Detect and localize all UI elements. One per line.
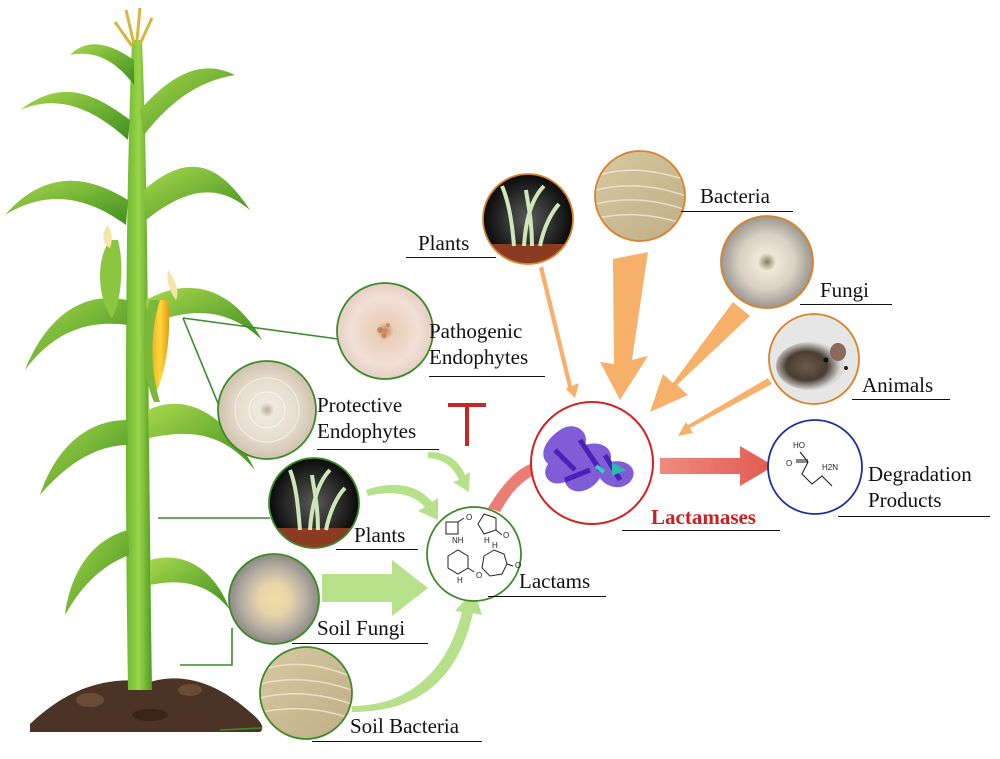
pathogenic-underline bbox=[429, 376, 545, 377]
chem-nh-1: NH bbox=[452, 536, 464, 545]
chem-o-5: O bbox=[786, 459, 792, 468]
pathogenic-label-line2: Endophytes bbox=[429, 345, 529, 369]
chem-o-4: O bbox=[515, 561, 521, 570]
lactams-circle: NH O H O H O H O bbox=[426, 506, 522, 602]
fungi-top-label: Fungi bbox=[820, 278, 870, 302]
chem-ho: HO bbox=[793, 441, 805, 450]
protective-underline bbox=[317, 449, 439, 450]
chem-o-1: O bbox=[466, 513, 472, 522]
bacteria-top-circle bbox=[594, 150, 686, 242]
lactamases-underline bbox=[622, 530, 780, 531]
corn-ear-upper bbox=[100, 240, 122, 318]
arrow-animals-to-lactamase bbox=[678, 378, 772, 436]
arrow-fungi-to-lactamase bbox=[650, 302, 750, 412]
degradation-products-circle: HO O H2N bbox=[767, 419, 863, 515]
plants-top-circle bbox=[482, 173, 574, 265]
arrow-bacteria-to-lactamase bbox=[600, 252, 648, 400]
chem-h-3: H bbox=[457, 576, 463, 585]
protein-structure-icon bbox=[543, 426, 634, 492]
orange-arrows bbox=[539, 252, 772, 436]
fungi-top-underline bbox=[800, 304, 892, 305]
corn-ear-main bbox=[150, 300, 170, 395]
lactamases-label: Lactamases bbox=[651, 505, 756, 529]
arrow-protective-to-lactams bbox=[428, 452, 470, 492]
pathogenic-label-line1: Pathogenic bbox=[429, 319, 523, 343]
plants-left-underline bbox=[336, 549, 418, 550]
arrow-plants-to-lactams bbox=[366, 484, 438, 520]
arrow-soilfungi-to-lactams bbox=[322, 560, 428, 616]
pathogenic-endophytes-circle bbox=[336, 282, 434, 380]
soil-fungi-circle bbox=[228, 553, 320, 645]
bacteria-top-label: Bacteria bbox=[700, 184, 770, 208]
plants-top-label: Plants bbox=[418, 231, 470, 255]
plants-left-circle bbox=[268, 457, 360, 549]
lactams-underline bbox=[488, 596, 606, 597]
soil-bacteria-underline bbox=[312, 741, 482, 742]
lactamase-enzyme-circle bbox=[530, 401, 654, 525]
chem-h-4: H bbox=[492, 541, 498, 550]
plants-top-underline bbox=[406, 257, 496, 258]
arrow-soilbacteria-to-lactams bbox=[352, 590, 482, 712]
soil-bacteria-label: Soil Bacteria bbox=[350, 714, 460, 738]
degradation-label-line2: Products bbox=[868, 488, 942, 512]
corn-plant-illustration bbox=[5, 7, 263, 732]
degradation-label-line1: Degradation bbox=[868, 462, 972, 486]
animals-underline bbox=[852, 399, 950, 400]
soil-mound bbox=[30, 678, 263, 732]
bacteria-top-underline bbox=[681, 211, 793, 212]
arrow-plants-to-lactamase bbox=[539, 266, 579, 398]
lactams-label: Lactams bbox=[519, 569, 591, 593]
protective-label-line1: Protective bbox=[317, 393, 403, 417]
soil-fungi-label: Soil Fungi bbox=[317, 616, 406, 640]
chem-o-2: O bbox=[503, 531, 509, 540]
animals-label: Animals bbox=[862, 373, 934, 397]
chem-o-3: O bbox=[476, 571, 482, 580]
animals-circle bbox=[768, 313, 860, 405]
arrow-lactamase-to-products bbox=[660, 446, 774, 486]
chem-h-2: H bbox=[484, 536, 490, 545]
green-arrows bbox=[322, 452, 482, 712]
plant-connector-lines bbox=[158, 317, 339, 731]
degradation-underline bbox=[838, 516, 990, 517]
chem-h2n: H2N bbox=[822, 463, 838, 472]
protective-label-line2: Endophytes bbox=[317, 419, 417, 443]
soil-bacteria-circle bbox=[259, 646, 353, 740]
inhibition-symbol bbox=[448, 403, 486, 446]
fungi-top-circle bbox=[720, 215, 814, 309]
plants-left-label: Plants bbox=[354, 523, 406, 547]
protective-endophytes-circle bbox=[217, 360, 317, 460]
soil-fungi-underline bbox=[292, 643, 428, 644]
